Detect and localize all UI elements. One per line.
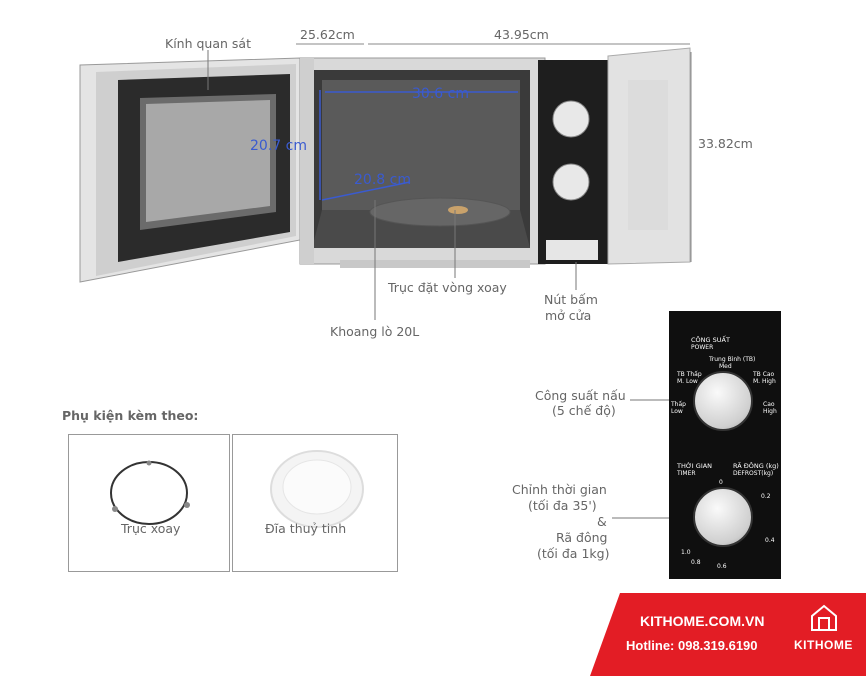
footer-brand: KITHOME	[794, 638, 853, 652]
door-button-label-2: mở cửa	[545, 308, 592, 323]
thap-en-label: Low	[671, 408, 683, 415]
turntable-ring-icon	[110, 460, 190, 525]
control-panel-closeup: CÔNG SUẤT POWER Trung Bình (TB) Med TB T…	[669, 311, 781, 579]
thap-label: Thấp	[671, 401, 686, 408]
power-title: CÔNG SUẤT	[691, 336, 730, 344]
defrost-num-2: 0.4	[765, 537, 775, 544]
tb-cao-label: TB Cao	[753, 371, 775, 378]
accessories-title: Phụ kiện kèm theo:	[62, 408, 199, 423]
door-button-label-1: Nút bấm	[544, 292, 598, 307]
accessory-card-turntable-ring: Trục xoay	[68, 434, 230, 572]
timer-en: TIMER	[677, 470, 696, 477]
cao-en-label: High	[763, 408, 777, 415]
inner-depth-label: 20.8 cm	[354, 172, 411, 188]
house-logo-icon	[811, 604, 837, 631]
tb-cao-en-label: M. High	[753, 378, 776, 385]
turntable-axis-label: Trục đặt vòng xoay	[388, 280, 507, 295]
height-dimension: 33.82cm	[698, 136, 753, 151]
defrost-num-1: 0.2	[761, 493, 771, 500]
inner-width-label: 30.6 cm	[412, 86, 469, 102]
window-label: Kính quan sát	[165, 36, 251, 51]
power-label-2: (5 chế độ)	[552, 403, 616, 418]
power-label-1: Công suất nấu	[535, 388, 626, 403]
timer-knob[interactable]	[693, 487, 753, 547]
defrost-num-3: 0.6	[717, 563, 727, 570]
defrost-num-5: 1.0	[681, 549, 691, 556]
defrost-en: DEFROST(kg)	[733, 470, 774, 477]
depth-dimension: 25.62cm	[300, 27, 355, 42]
timer-label-2: (tối đa 35')	[528, 498, 597, 513]
footer-site[interactable]: KITHOME.COM.VN	[640, 613, 765, 629]
low-label: TB Thấp	[677, 371, 702, 378]
low-en-label: M. Low	[677, 378, 698, 385]
power-knob[interactable]	[693, 371, 753, 431]
defrost-num-0: 0	[719, 479, 723, 486]
cao-label: Cao	[763, 401, 775, 408]
width-dimension: 43.95cm	[494, 27, 549, 42]
cavity-label: Khoang lò 20L	[330, 324, 420, 339]
power-sub: POWER	[691, 344, 714, 351]
footer-hotline[interactable]: Hotline: 098.319.6190	[626, 638, 758, 653]
timer-label-1: Chỉnh thời gian	[512, 482, 607, 497]
glass-plate-icon	[270, 450, 364, 528]
accessory-card-glass-plate: Đĩa thuỷ tinh	[232, 434, 398, 572]
defrost-title: RÃ ĐÔNG (kg)	[733, 462, 779, 470]
timer-title: THỜI GIAN	[677, 462, 713, 470]
inner-height-label: 20.7 cm	[250, 138, 307, 154]
timer-label-3: &	[597, 514, 607, 529]
accessory-label: Đĩa thuỷ tinh	[265, 521, 347, 536]
defrost-num-4: 0.8	[691, 559, 701, 566]
medium-label: Trung Bình (TB)	[709, 356, 756, 363]
accessory-label: Trục xoay	[121, 521, 181, 536]
timer-label-4: Rã đông	[556, 530, 608, 545]
medium-en-label: Med	[719, 363, 732, 370]
timer-label-5: (tối đa 1kg)	[537, 546, 610, 561]
